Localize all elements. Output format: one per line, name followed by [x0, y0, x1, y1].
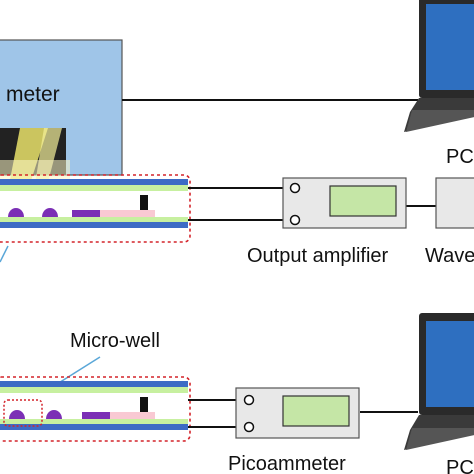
bottom-device-well-1 [9, 410, 25, 419]
top-wires [122, 99, 436, 221]
output-amplifier-terminal-2 [289, 214, 301, 226]
output-amplifier-label: Output amplifier [247, 245, 389, 267]
top-pc-label: PC [446, 146, 474, 168]
laptop-icon [404, 313, 474, 450]
bottom-device-upper-green-layer [0, 387, 188, 393]
top-device-well-1 [8, 208, 24, 217]
micro-well-label: Micro-well [70, 330, 160, 352]
bottom-device-purple-pad [82, 412, 110, 419]
waveform-generator-body [435, 177, 474, 229]
meter-icon [282, 177, 407, 229]
bottom-device-lower-blue-layer [0, 424, 188, 430]
bottom-device-lower-green-layer [0, 419, 188, 424]
top-device-pink-electrode [100, 210, 155, 217]
micro-well-highlight [3, 399, 43, 427]
picoammeter-display [282, 395, 350, 427]
top-device [0, 174, 191, 243]
top-laptop-screen [426, 4, 474, 90]
picoammeter-terminal-2 [243, 421, 255, 433]
output-amplifier-display [329, 185, 397, 217]
top-device-upper-green-layer [0, 185, 188, 191]
meter-icon [235, 387, 360, 439]
top-device-purple-pad [72, 210, 100, 217]
bottom-device [0, 376, 191, 442]
top-device-black-contact [140, 195, 148, 210]
bottom-device-black-contact [140, 397, 148, 412]
picoammeter-terminal-1 [243, 394, 255, 406]
top-device-pointer [0, 245, 9, 263]
top-device-dashed-outline [0, 174, 191, 243]
top-laptop-base [406, 110, 474, 132]
bottom-device-well-2 [46, 410, 62, 419]
bottom-pc-label: PC [446, 457, 474, 474]
top-device-lower-green-layer [0, 217, 188, 222]
top-instrument-label: meter [6, 83, 60, 106]
top-device-lower-blue-layer [0, 222, 188, 228]
bottom-device-pink-electrode [100, 412, 155, 419]
bottom-laptop-base [406, 428, 474, 450]
top-device-upper-blue-layer [0, 179, 188, 185]
top-device-well-2 [42, 208, 58, 217]
picoammeter-label: Picoammeter [228, 453, 346, 474]
laptop-icon [404, 0, 474, 132]
waveform-generator-label: Wave [425, 245, 474, 267]
bottom-device-upper-blue-layer [0, 381, 188, 387]
output-amplifier-terminal-1 [289, 182, 301, 194]
bottom-laptop-screen [426, 321, 474, 407]
bottom-device-dashed-outline [0, 376, 191, 442]
